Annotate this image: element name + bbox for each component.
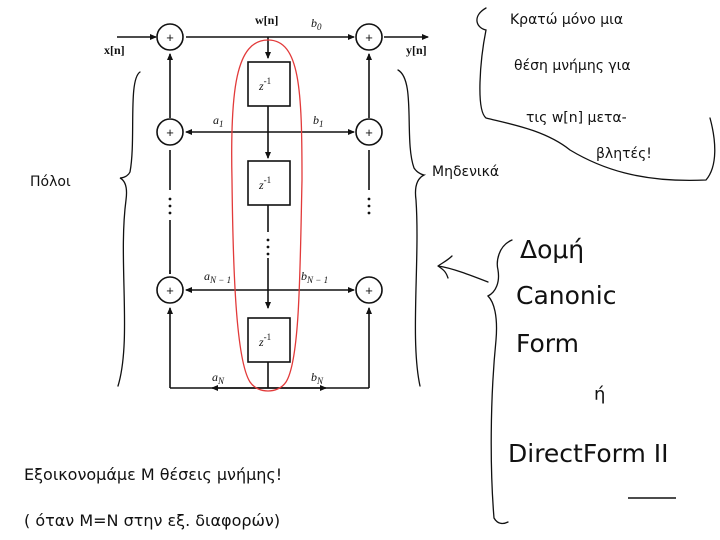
adder-rowN1-right [355, 276, 383, 304]
delay-box-1 [247, 61, 291, 107]
structure-note: Δομή Canonic Form ή DirectForm II [508, 235, 676, 499]
output-label: y[n] [406, 43, 427, 57]
adder-label: + [166, 30, 174, 45]
adder-top-right [355, 23, 383, 51]
top-right-note: Κρατώ μόνο μια θέση μνήμης για τις w[n] … [510, 12, 652, 162]
structure-brace [486, 239, 513, 525]
adder-label: + [365, 125, 373, 140]
delay-boxes [247, 61, 291, 363]
top-right-line-1: Κρατώ μόνο μια [510, 12, 623, 28]
poles-note: Πόλοι [30, 174, 71, 190]
bottom-line-2: ( όταν M=N στην εξ. διαφορών) [24, 511, 280, 530]
structure-line-1: Δομή [520, 235, 584, 264]
structure-arrow [437, 255, 489, 283]
zeros-note: Μηδενικά [432, 164, 499, 180]
top-right-line-4: βλητές! [596, 146, 652, 162]
adder-top-left [156, 23, 184, 51]
input-label: x[n] [104, 43, 125, 57]
adder-rowN1-left [156, 276, 184, 304]
adder-row1-left [156, 118, 184, 146]
top-right-bubble [476, 7, 716, 182]
adder-label: + [365, 283, 373, 298]
coef-bN: bN [311, 370, 324, 386]
handwriting [117, 7, 716, 525]
structure-line-4: ή [594, 384, 605, 405]
adder-row1-right [355, 118, 383, 146]
adders [156, 23, 383, 304]
coef-b0: b0 [311, 16, 322, 32]
delay-box-2 [247, 160, 291, 206]
adder-label: + [166, 283, 174, 298]
continuation-dots [168, 197, 371, 256]
state-label: w[n] [255, 13, 278, 27]
delay-box-3 [247, 317, 291, 363]
bottom-note: Εξοικονομάμε Μ θέσεις μνήμης! ( όταν M=N… [24, 465, 282, 530]
top-right-line-3: τις w[n] μετα- [526, 110, 627, 126]
delay-label-3: z-1 [258, 332, 271, 349]
delay-label-2: z-1 [258, 175, 271, 192]
delay-chain-highlight [231, 39, 303, 392]
poles-brace [117, 71, 141, 387]
coef-a1: a1 [213, 113, 224, 129]
adder-label: + [365, 30, 373, 45]
coef-aN1: aN − 1 [204, 269, 231, 285]
zeros-brace [397, 69, 427, 387]
bottom-line-1: Εξοικονομάμε Μ θέσεις μνήμης! [24, 465, 282, 484]
coef-aN: aN [212, 370, 225, 386]
coef-b1: b1 [313, 113, 324, 129]
structure-line-5: DirectForm II [508, 439, 669, 468]
delay-label-1: z-1 [258, 76, 271, 93]
top-right-line-2: θέση μνήμης για [514, 58, 631, 74]
structure-line-2: Canonic [516, 281, 616, 310]
coef-bN1: bN − 1 [301, 269, 328, 285]
structure-line-3: Form [516, 329, 579, 358]
adder-label: + [166, 125, 174, 140]
